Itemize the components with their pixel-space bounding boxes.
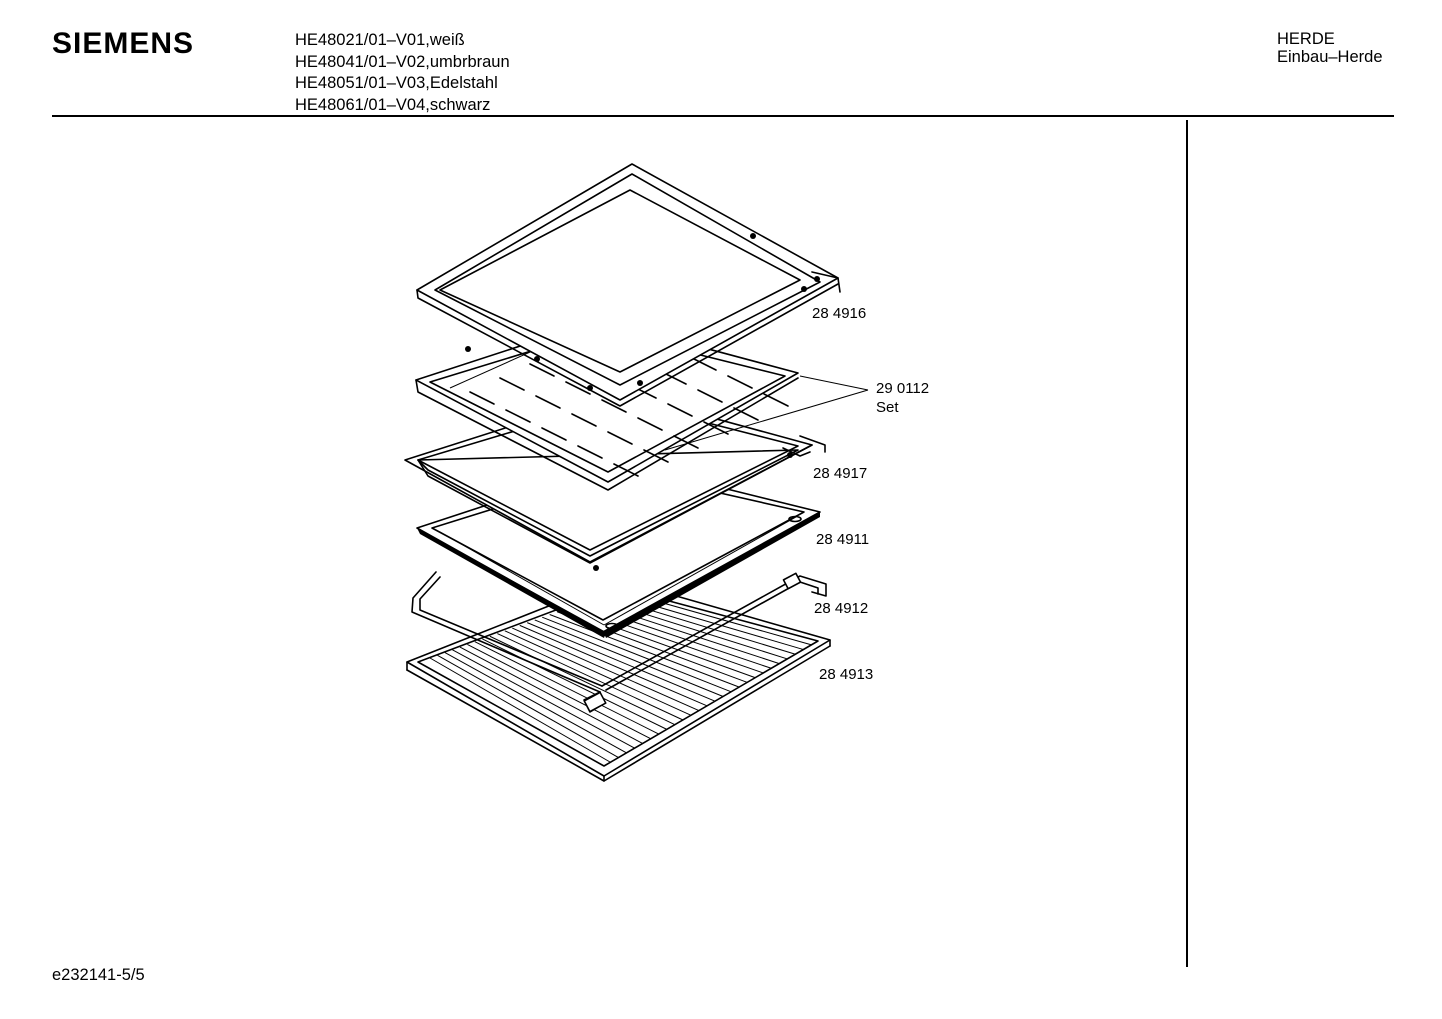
grill-slot [601, 399, 627, 413]
grill-slot [577, 445, 603, 459]
grill-slot [535, 395, 561, 409]
grill-slot [541, 427, 567, 441]
rack-bar [452, 649, 635, 749]
rack-bar [489, 635, 675, 726]
grill-slot [691, 357, 717, 371]
part-number-label: 28 4916 [812, 305, 866, 322]
rack-bar [497, 633, 683, 721]
grill-slot [637, 417, 663, 431]
rack-bar [467, 643, 651, 740]
grill-slot [571, 413, 597, 427]
rack-bar [512, 627, 700, 711]
grill-slot [613, 463, 639, 477]
model-list: HE48021/01–V01,weiß HE48041/01–V02,umbrb… [295, 30, 510, 116]
grill-slot [607, 431, 633, 445]
part-set-label: Set [876, 399, 899, 416]
model-line: HE48041/01–V02,umbrbraun [295, 52, 510, 71]
rack-bar [444, 652, 627, 754]
grill-slot [667, 403, 693, 417]
grill-slot [733, 407, 759, 421]
rack-bar [459, 646, 643, 744]
part-number-label: 28 4912 [814, 600, 868, 617]
part-number-label: 28 4913 [819, 666, 873, 683]
grill-slot [499, 377, 525, 391]
grill-slot [643, 449, 669, 463]
rack-bar [542, 616, 732, 693]
category-title: HERDE [1277, 30, 1335, 48]
model-line: HE48021/01–V01,weiß [295, 31, 465, 49]
grill-slot [565, 381, 591, 395]
grill-slot [763, 393, 789, 407]
grill-slot [673, 435, 699, 449]
rack-bar [474, 641, 659, 735]
grill-slot [727, 375, 753, 389]
model-line: HE48051/01–V03,Edelstahl [295, 74, 498, 92]
rack-bar [527, 622, 716, 702]
subcategory-title: Einbau–Herde [1277, 48, 1383, 66]
side-divider [1186, 120, 1188, 967]
brand-logo: SIEMENS [52, 27, 195, 60]
rack-bar [534, 619, 724, 697]
grill-slot [469, 391, 495, 405]
rack-bar [429, 657, 611, 763]
part-number-label: 28 4911 [816, 531, 869, 548]
rack-bar [437, 654, 619, 758]
rack-bar [519, 624, 708, 707]
deep-tray-drawing [416, 163, 841, 407]
model-line: HE48061/01–V04,schwarz [295, 95, 491, 114]
rack-bar [549, 614, 740, 688]
document-id: e232141-5/5 [52, 966, 145, 984]
grill-slot [505, 409, 531, 423]
rack-bar [504, 630, 692, 716]
category-block: HERDE Einbau–Herde [1277, 30, 1383, 66]
part-number-label: 28 4917 [813, 465, 867, 482]
part-number-label: 29 0112 [876, 380, 929, 397]
header-divider [52, 115, 1394, 117]
grill-slot [697, 389, 723, 403]
grill-slot [703, 421, 729, 435]
grill-slot [529, 363, 555, 377]
rack-bar [482, 638, 667, 730]
